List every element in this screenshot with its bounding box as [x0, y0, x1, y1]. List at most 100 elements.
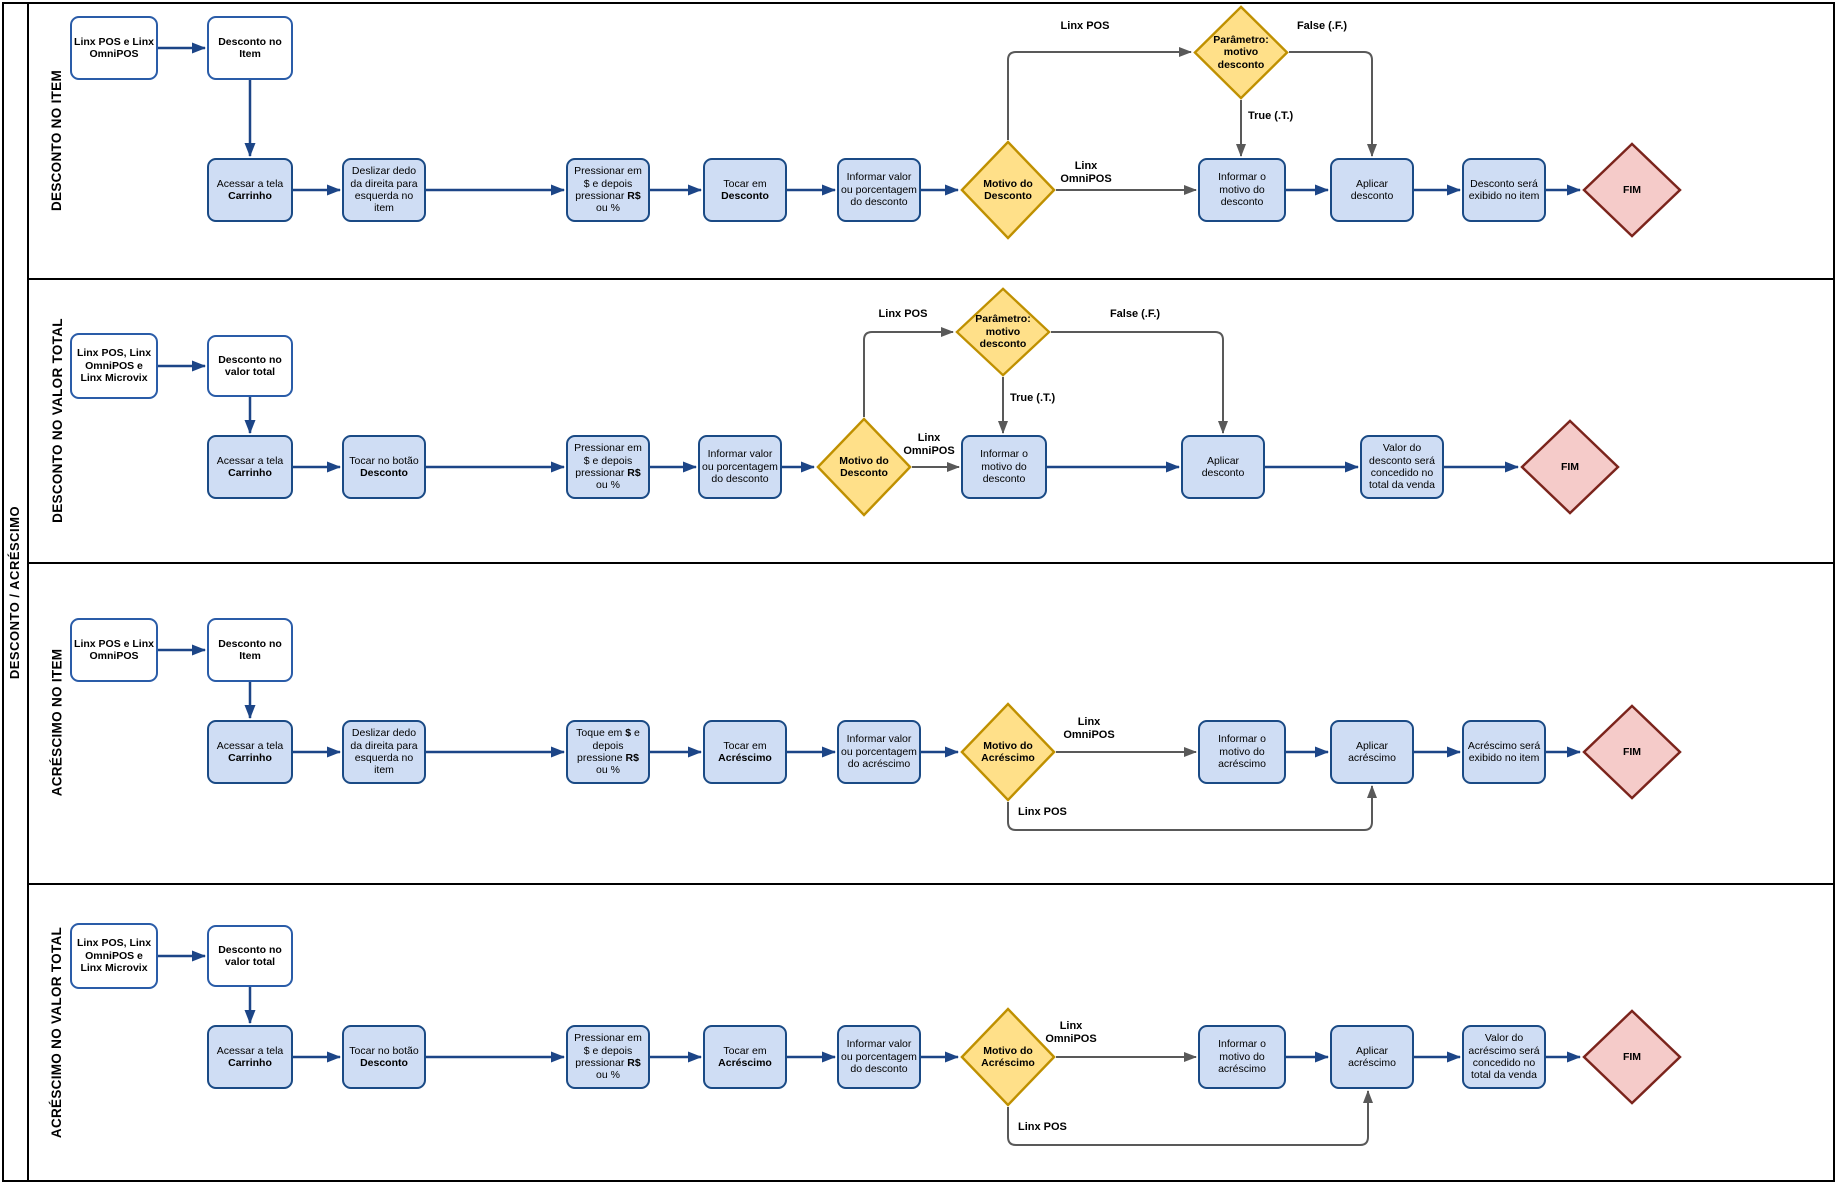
- l3-step-acessar-carrinho: Acessar a tela Carrinho: [207, 720, 293, 784]
- l2-step-aplicar-desconto: Aplicar desconto: [1181, 435, 1265, 499]
- l2-step-valor-concedido-label: Valor do desconto será concedido no tota…: [1369, 442, 1435, 492]
- l1-step-acessar-carrinho: Acessar a tela Carrinho: [207, 158, 293, 222]
- l2-label-false: False (.F.): [1109, 308, 1161, 320]
- l1-start-systems: Linx POS e Linx OmniPOS: [70, 16, 158, 80]
- l1-step-deslizar-dedo-label: Deslizar dedo da direita para esquerda n…: [350, 165, 418, 215]
- l4-step-aplicar-acrescimo-label: Aplicar acréscimo: [1348, 1044, 1396, 1069]
- l2-start-systems-label: Linx POS, Linx OmniPOS e Linx Microvix: [76, 347, 152, 385]
- l2-step-pressionar-cifrao: Pressionar em $ e depois pressionar R$ o…: [566, 435, 650, 499]
- l4-step-valor-concedido-label: Valor do acréscimo será concedido no tot…: [1468, 1032, 1540, 1082]
- l4-step-pressionar-cifrao-label: Pressionar em $ e depois pressionar R$ o…: [574, 1032, 642, 1082]
- l4-start-systems: Linx POS, Linx OmniPOS e Linx Microvix: [70, 923, 158, 989]
- conditional-flow-arrow: [1051, 331, 1228, 434]
- l3-step-acrescimo-exibido-label: Acréscimo será exibido no item: [1467, 739, 1541, 764]
- l3-step-deslizar-dedo-label: Deslizar dedo da direita para esquerda n…: [350, 727, 418, 777]
- l1-step-desconto-exibido: Desconto será exibido no item: [1462, 158, 1546, 222]
- l3-end-fim: FIM: [1582, 704, 1682, 800]
- lane-separator: [29, 883, 1835, 885]
- l2-event-desconto-total-label: Desconto no valor total: [218, 353, 282, 378]
- l2-step-informar-valor: Informar valor ou porcentagem do descont…: [698, 435, 782, 499]
- l2-step-acessar-carrinho: Acessar a tela Carrinho: [207, 435, 293, 499]
- l3-step-aplicar-acrescimo-label: Aplicar acréscimo: [1348, 739, 1396, 764]
- l3-step-informar-motivo: Informar o motivo do acréscimo: [1198, 720, 1286, 784]
- l1-step-pressionar-cifrao: Pressionar em $ e depois pressionar R$ o…: [566, 158, 650, 222]
- l2-step-informar-motivo: Informar o motivo do desconto: [961, 435, 1047, 499]
- l4-label-linx-omnipos: Linx OmniPOS: [1045, 1020, 1097, 1046]
- l3-step-acessar-carrinho-label: Acessar a tela Carrinho: [216, 739, 284, 764]
- decision-diamond-shape: [960, 702, 1056, 802]
- l4-step-tocar-acrescimo-label: Tocar em Acréscimo: [718, 1044, 772, 1069]
- lane-label-acrescimo-no-item: ACRÉSCIMO NO ITEM: [49, 648, 65, 797]
- l4-step-tocar-acrescimo: Tocar em Acréscimo: [703, 1025, 787, 1089]
- l1-step-tocar-desconto: Tocar em Desconto: [703, 158, 787, 222]
- l4-start-systems-label: Linx POS, Linx OmniPOS e Linx Microvix: [76, 937, 152, 975]
- l1-step-pressionar-cifrao-label: Pressionar em $ e depois pressionar R$ o…: [574, 165, 642, 215]
- l1-step-informar-valor: Informar valor ou porcentagem do descont…: [837, 158, 921, 222]
- l4-decision-motivo-acrescimo-label: Motivo do Acréscimo: [981, 1044, 1035, 1069]
- l3-step-tocar-acrescimo: Tocar em Acréscimo: [703, 720, 787, 784]
- conditional-flow-arrow: [1007, 1090, 1373, 1146]
- l2-end-fim-label: FIM: [1560, 460, 1580, 473]
- l4-step-acessar-carrinho: Acessar a tela Carrinho: [207, 1025, 293, 1089]
- l4-step-informar-motivo: Informar o motivo do acréscimo: [1198, 1025, 1286, 1089]
- l3-step-toque-cifrao-label: Toque em $ e depois pressione R$ ou %: [576, 727, 640, 777]
- l3-step-aplicar-acrescimo: Aplicar acréscimo: [1330, 720, 1414, 784]
- conditional-flow-arrow: [1007, 785, 1377, 831]
- l1-decision-parametro-motivo: Parâmetro: motivo desconto: [1193, 5, 1289, 100]
- decision-diamond-shape: [960, 1007, 1056, 1107]
- l4-step-informar-motivo-label: Informar o motivo do acréscimo: [1218, 1038, 1266, 1076]
- l1-decision-motivo-desconto: Motivo do Desconto: [960, 140, 1056, 240]
- l2-step-pressionar-cifrao-label: Pressionar em $ e depois pressionar R$ o…: [574, 442, 642, 492]
- l1-event-desconto-item: Desconto no Item: [207, 16, 293, 80]
- l2-step-aplicar-desconto-label: Aplicar desconto: [1201, 454, 1245, 479]
- pool-title: DESCONTO / ACRÉSCIMO: [2, 2, 29, 1182]
- l3-label-linx-pos: Linx POS: [1018, 806, 1067, 818]
- l4-step-informar-valor-label: Informar valor ou porcentagem do descont…: [841, 1038, 917, 1076]
- l1-event-desconto-item-label: Desconto no Item: [218, 35, 282, 60]
- l2-end-fim: FIM: [1520, 419, 1620, 515]
- l2-step-tocar-botao-desconto: Tocar no botão Desconto: [342, 435, 426, 499]
- l1-end-fim-label: FIM: [1622, 183, 1642, 196]
- l3-decision-motivo-acrescimo-label: Motivo do Acréscimo: [981, 739, 1035, 764]
- l3-label-linx-omnipos: Linx OmniPOS: [1063, 716, 1115, 742]
- l1-step-tocar-desconto-label: Tocar em Desconto: [721, 177, 769, 202]
- l2-label-true: True (.T.): [1010, 392, 1056, 404]
- l3-start-systems-label: Linx POS e Linx OmniPOS: [74, 637, 154, 662]
- l1-step-aplicar-desconto: Aplicar desconto: [1330, 158, 1414, 222]
- l4-end-fim: FIM: [1582, 1009, 1682, 1105]
- l2-decision-parametro-motivo: Parâmetro: motivo desconto: [955, 287, 1051, 377]
- l1-label-linx-omnipos: Linx OmniPOS: [1060, 160, 1112, 186]
- conditional-flow-arrow: [863, 327, 954, 417]
- l1-step-informar-motivo-label: Informar o motivo do desconto: [1218, 171, 1266, 209]
- l1-step-desconto-exibido-label: Desconto será exibido no item: [1468, 177, 1540, 202]
- l4-step-acessar-carrinho-label: Acessar a tela Carrinho: [216, 1044, 284, 1069]
- l4-end-fim-label: FIM: [1622, 1050, 1642, 1063]
- l3-step-informar-valor-label: Informar valor ou porcentagem do acrésci…: [841, 733, 917, 771]
- l3-end-fim-label: FIM: [1622, 745, 1642, 758]
- l2-step-informar-motivo-label: Informar o motivo do desconto: [980, 448, 1028, 486]
- l1-start-systems-label: Linx POS e Linx OmniPOS: [74, 35, 154, 60]
- l2-step-acessar-carrinho-label: Acessar a tela Carrinho: [216, 454, 284, 479]
- decision-diamond-shape: [816, 417, 912, 517]
- l3-step-toque-cifrao: Toque em $ e depois pressione R$ ou %: [566, 720, 650, 784]
- l2-step-informar-valor-label: Informar valor ou porcentagem do descont…: [702, 448, 778, 486]
- l3-decision-motivo-acrescimo: Motivo do Acréscimo: [960, 702, 1056, 802]
- l1-decision-parametro-motivo-label: Parâmetro: motivo desconto: [1213, 33, 1269, 71]
- l2-label-linx-omnipos: Linx OmniPOS: [903, 432, 955, 458]
- decision-diamond-shape: [955, 287, 1051, 377]
- l4-decision-motivo-acrescimo: Motivo do Acréscimo: [960, 1007, 1056, 1107]
- l1-end-fim: FIM: [1582, 142, 1682, 238]
- lane-separator: [29, 562, 1835, 564]
- l3-step-informar-motivo-label: Informar o motivo do acréscimo: [1218, 733, 1266, 771]
- l1-step-informar-motivo: Informar o motivo do desconto: [1198, 158, 1286, 222]
- end-diamond-shape: [1520, 419, 1620, 515]
- l1-label-linx-pos: Linx POS: [1060, 20, 1110, 32]
- end-diamond-shape: [1582, 142, 1682, 238]
- l3-step-acrescimo-exibido: Acréscimo será exibido no item: [1462, 720, 1546, 784]
- l3-step-tocar-acrescimo-label: Tocar em Acréscimo: [718, 739, 772, 764]
- decision-diamond-shape: [960, 140, 1056, 240]
- l4-step-valor-concedido: Valor do acréscimo será concedido no tot…: [1462, 1025, 1546, 1089]
- l3-start-systems: Linx POS e Linx OmniPOS: [70, 618, 158, 682]
